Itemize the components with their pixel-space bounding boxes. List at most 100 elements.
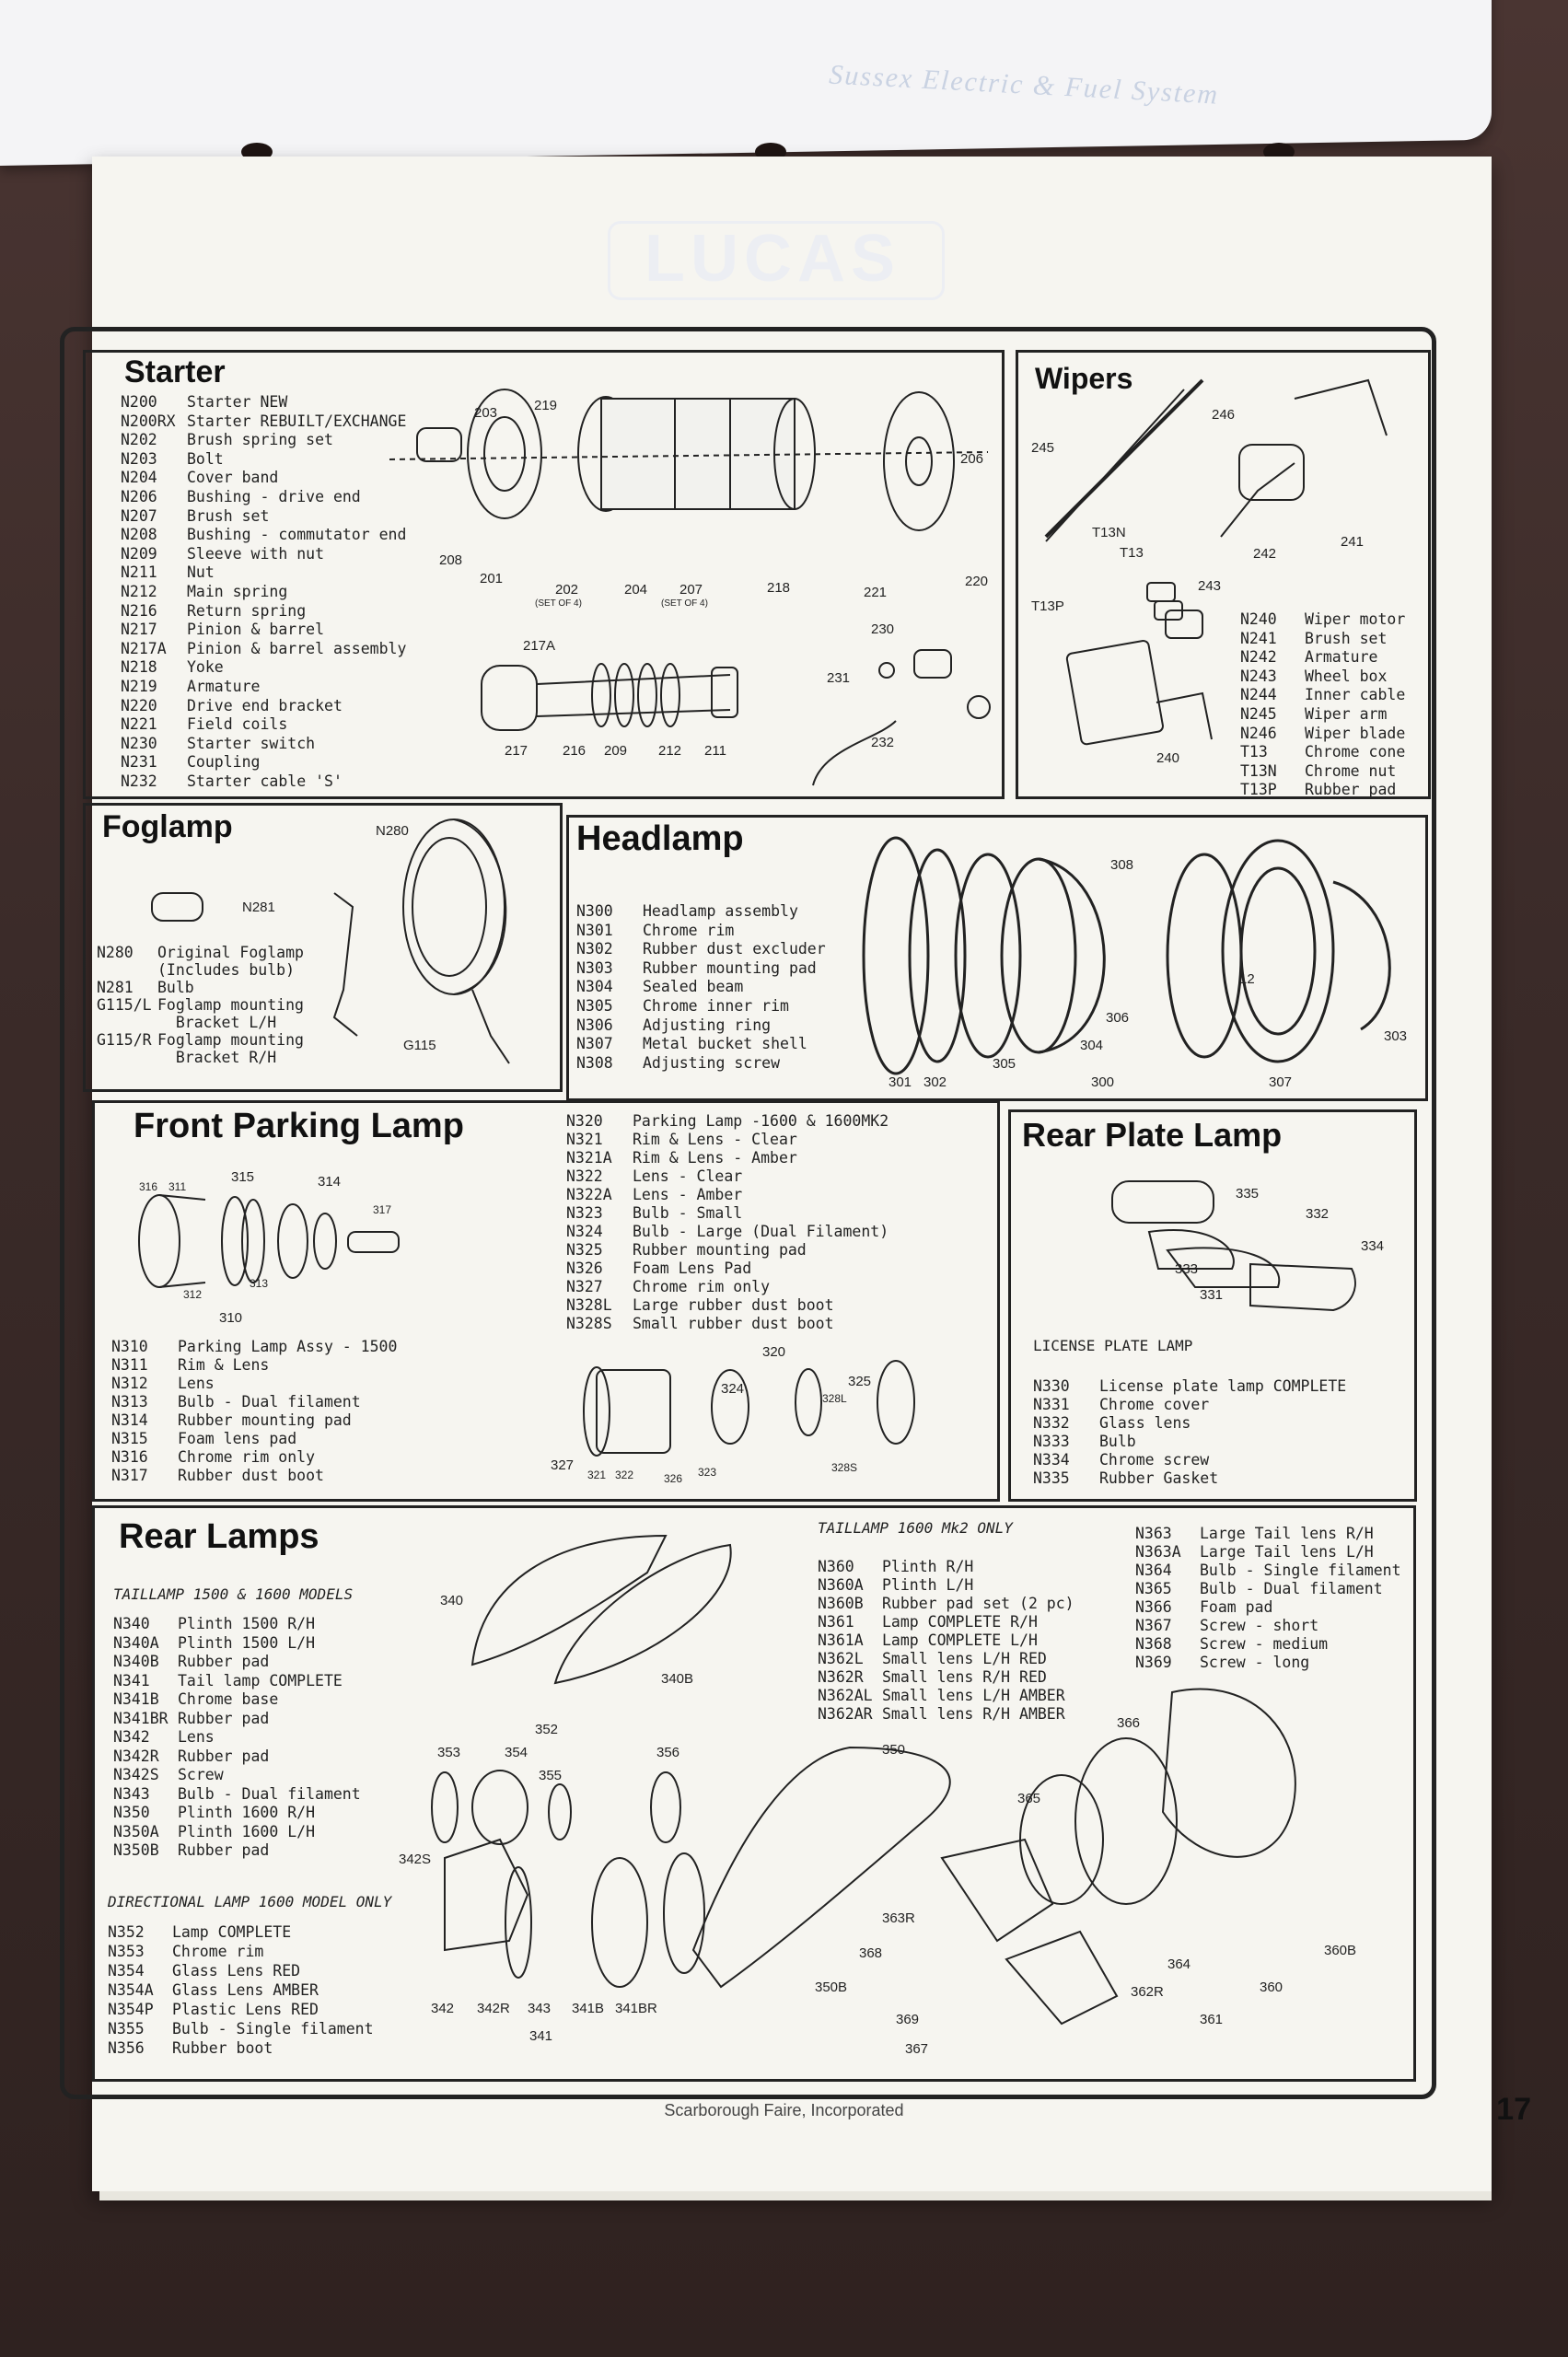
part-number: N202 (121, 431, 157, 449)
page-number: 17 (1496, 2092, 1531, 2127)
part-description: Lamp COMPLETE L/H (882, 1631, 1038, 1649)
callout: 308 (1110, 857, 1133, 873)
part-description: Plastic Lens RED (172, 2001, 319, 2018)
starter-title: Starter (124, 354, 226, 389)
part-number: N301 (576, 921, 613, 939)
callout: 311 (168, 1180, 186, 1193)
part-number: N366 (1135, 1598, 1172, 1616)
part-number: N203 (121, 449, 157, 468)
part-description: Foglamp mounting Bracket L/H (157, 996, 304, 1031)
callout: 314 (318, 1174, 341, 1190)
ghost-brand: LUCAS (645, 222, 900, 296)
part-description: Foglamp mounting Bracket R/H (157, 1031, 304, 1066)
part-number: N305 (576, 996, 613, 1015)
part-number: N312 (111, 1375, 148, 1392)
part-number: N302 (576, 940, 613, 958)
part-number: N340B (113, 1653, 159, 1670)
part-number: N281 (97, 979, 134, 996)
front-parking-diagram: 316 311 315 314 317 312 313 310 320 324 … (138, 1169, 915, 1485)
part-description: Inner cable (1305, 686, 1406, 704)
callout: 325 (848, 1374, 871, 1389)
callout: 317 (373, 1203, 391, 1216)
part-number: N360 (818, 1558, 854, 1575)
part-number: N207 (121, 506, 157, 525)
part-number: N362AL (818, 1687, 873, 1704)
callout: 341B (572, 2001, 604, 2016)
part-description: Chrome rim only (178, 1448, 316, 1466)
part-description: Drive end bracket (187, 696, 343, 714)
part-number: N328L (566, 1296, 612, 1314)
rear-plate-subtitle: LICENSE PLATE LAMP (1033, 1337, 1193, 1354)
part-description: Original Foglamp (Includes bulb) (157, 944, 304, 979)
part-number: N362R (818, 1668, 864, 1686)
footer-company: Scarborough Faire, Incorporated (664, 2101, 904, 2119)
part-number: N342 (113, 1728, 150, 1746)
callout: 300 (1091, 1074, 1114, 1090)
part-number: N350B (113, 1841, 159, 1859)
part-number: N307 (576, 1035, 613, 1053)
part-description: Wiper arm (1305, 704, 1388, 723)
part-description: Glass Lens AMBER (172, 1981, 319, 1999)
part-description: Starter cable 'S' (187, 772, 343, 790)
part-description: Yoke (187, 658, 224, 677)
part-number: N340 (113, 1615, 150, 1632)
callout: 315 (231, 1169, 254, 1185)
part-number: N364 (1135, 1562, 1172, 1579)
part-number: N310 (111, 1338, 148, 1355)
callout: 365 (1017, 1791, 1040, 1806)
part-number: N221 (121, 715, 157, 734)
part-description: Nut (187, 563, 215, 582)
callout: 219 (534, 398, 557, 413)
callout: 207 (679, 582, 703, 598)
wipers-panel: Wipers 246 245 241 242 T13N T13 T13P 243… (1016, 350, 1431, 799)
part-description: Brush spring set (187, 431, 333, 449)
part-number: N240 (1240, 610, 1277, 628)
part-number: T13P (1240, 781, 1277, 799)
part-description: License plate lamp COMPLETE (1099, 1377, 1347, 1395)
part-number: N353 (108, 1943, 145, 1960)
callout: 332 (1306, 1206, 1329, 1222)
part-description: Foam Lens Pad (633, 1260, 752, 1277)
callout: 305 (993, 1056, 1016, 1072)
part-number: N315 (111, 1430, 148, 1447)
part-number: N365 (1135, 1580, 1172, 1597)
callout: 212 (658, 743, 681, 759)
foglamp-diagram: N280 N281 G115 (151, 819, 510, 1064)
part-description: Plinth 1600 L/H (178, 1822, 316, 1840)
headlamp-title: Headlamp (576, 819, 744, 858)
callout: 246 (1212, 407, 1235, 423)
rear-plate-panel: Rear Plate Lamp 335 332 334 333 331 LICE… (1008, 1109, 1417, 1502)
previous-page-text: Sussex Electric & Fuel System (828, 59, 1221, 110)
part-description: Bulb - Large (Dual Filament) (633, 1223, 889, 1240)
callout: 217 (505, 743, 528, 759)
